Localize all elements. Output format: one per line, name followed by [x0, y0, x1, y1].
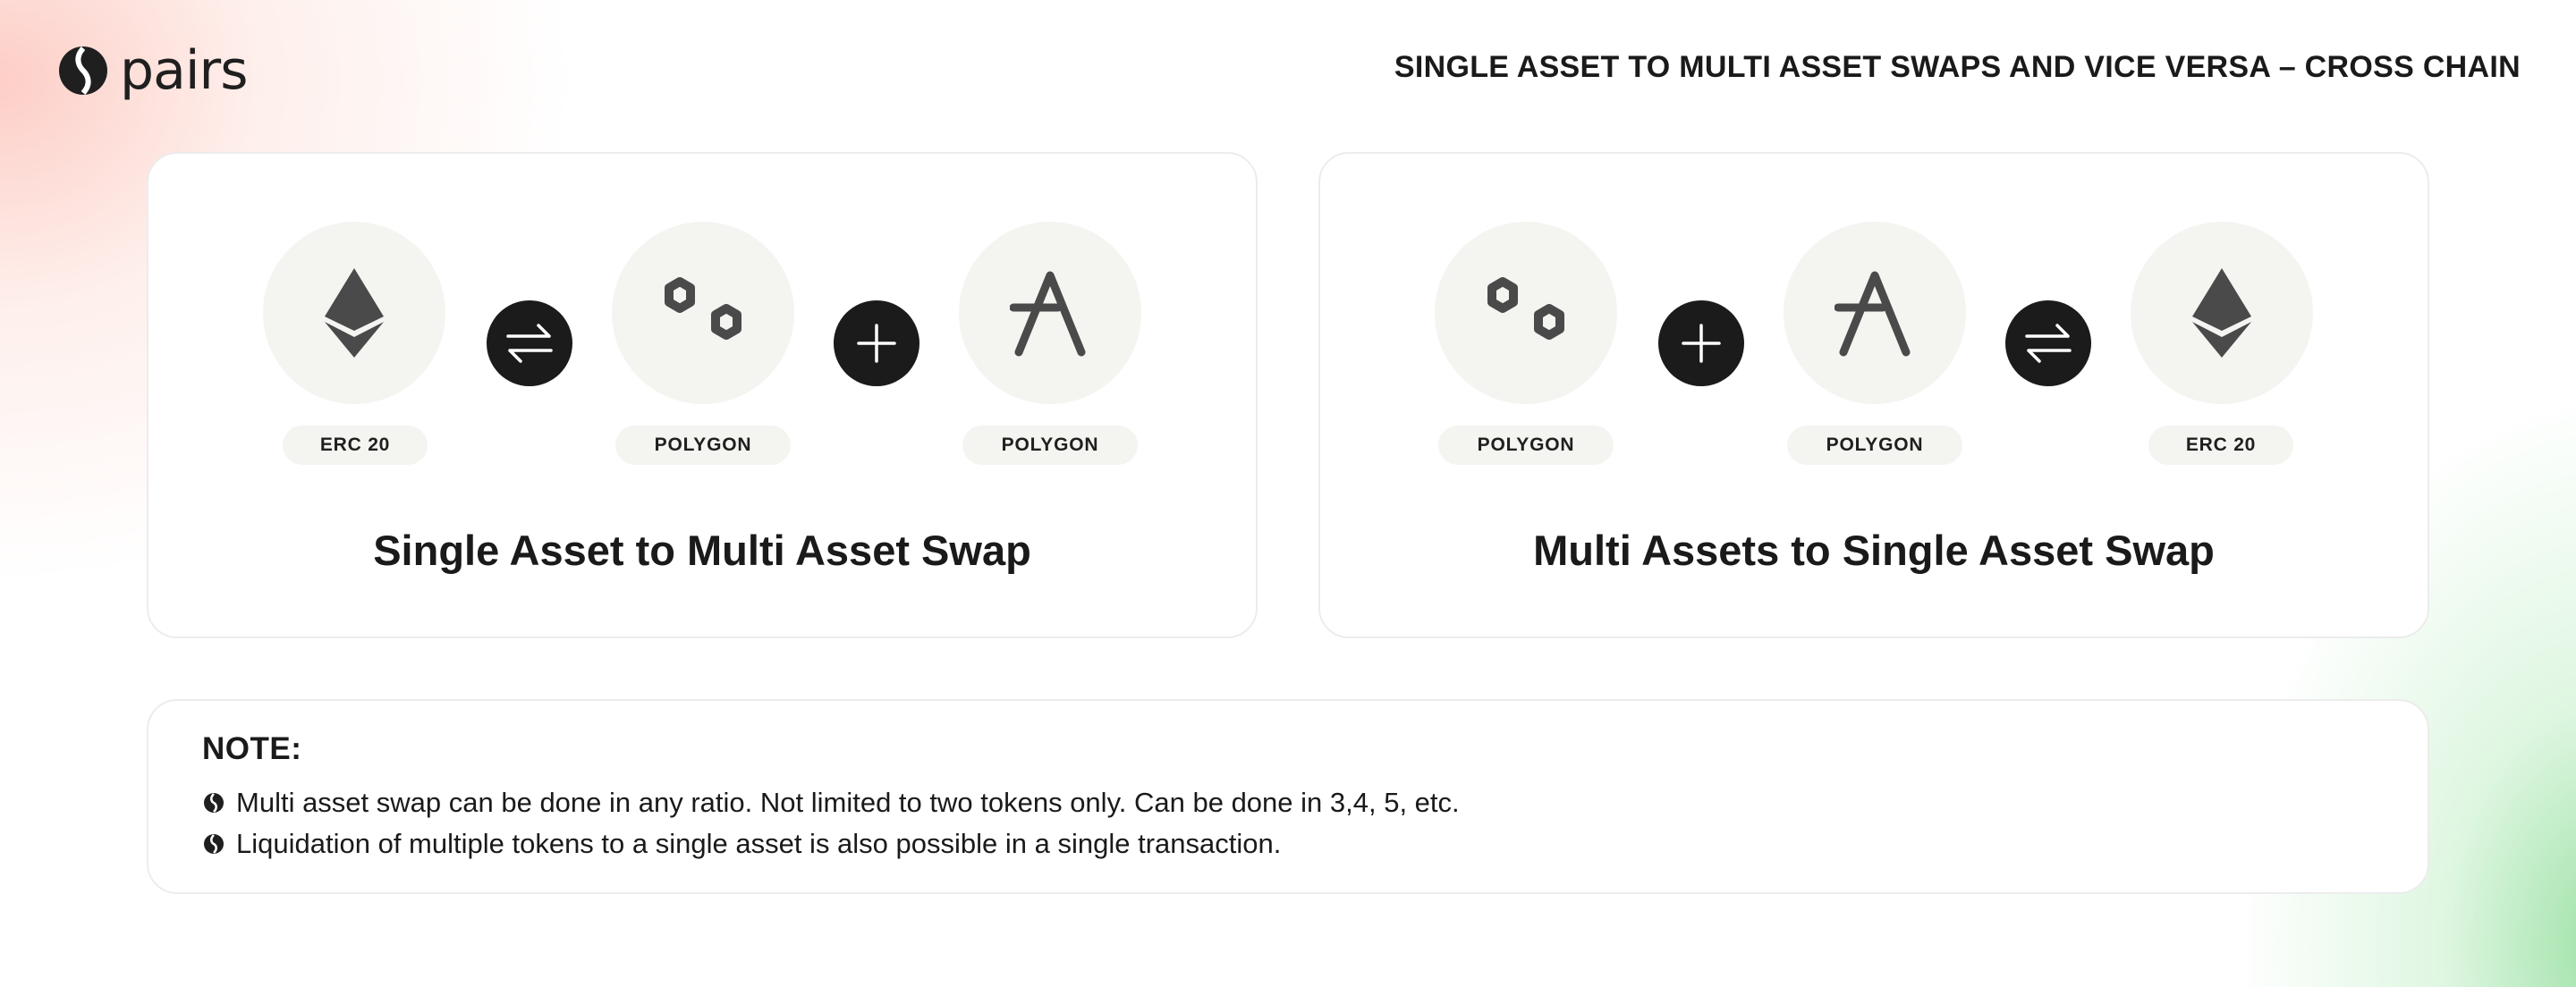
- swap-operator: [2005, 300, 2091, 386]
- token-label: POLYGON: [1787, 426, 1962, 465]
- token-label: POLYGON: [1438, 426, 1614, 465]
- polygon-icon: [665, 277, 741, 340]
- note-item: Multi asset swap can be done in any rati…: [202, 787, 1460, 819]
- aave-icon: [1010, 271, 1086, 357]
- brand-name: pairs: [120, 39, 248, 102]
- ethereum-icon: [325, 268, 384, 358]
- token-label: ERC 20: [2148, 426, 2293, 465]
- token-label: POLYGON: [962, 426, 1138, 465]
- swap-operator: [487, 300, 572, 386]
- token-polygon: [612, 222, 794, 404]
- token-label: POLYGON: [615, 426, 791, 465]
- swap-arrows-icon: [2025, 324, 2072, 363]
- plus-icon: [857, 324, 896, 363]
- card-title: Multi Assets to Single Asset Swap: [1533, 527, 2215, 574]
- ethereum-icon: [2192, 268, 2251, 358]
- token-aave: [959, 222, 1141, 404]
- pairs-logo-icon: [204, 793, 224, 813]
- card-multi-to-single: POLYGON POLYGON ERC 20 Multi Assets to S…: [1318, 152, 2429, 638]
- token-ethereum: [263, 222, 445, 404]
- note-heading: NOTE:: [202, 731, 302, 766]
- note-panel: NOTE: Multi asset swap can be done in an…: [147, 699, 2429, 894]
- page-title: SINGLE ASSET TO MULTI ASSET SWAPS AND VI…: [1394, 50, 2521, 84]
- token-ethereum: [2131, 222, 2313, 404]
- token-aave: [1784, 222, 1966, 404]
- brand-logo[interactable]: pairs: [54, 39, 248, 102]
- polygon-icon: [1487, 277, 1564, 340]
- pairs-logo-icon: [59, 46, 107, 96]
- note-item: Liquidation of multiple tokens to a sing…: [202, 828, 1281, 860]
- swap-arrows-icon: [506, 324, 553, 363]
- note-item-text: Multi asset swap can be done in any rati…: [236, 787, 1460, 818]
- aave-icon: [1835, 271, 1911, 357]
- plus-operator: [1658, 300, 1744, 386]
- token-label: ERC 20: [283, 426, 428, 465]
- note-item-text: Liquidation of multiple tokens to a sing…: [236, 828, 1282, 859]
- card-title: Single Asset to Multi Asset Swap: [373, 527, 1031, 574]
- card-single-to-multi: ERC 20 POLYGON POLYGON Single Asset to M…: [147, 152, 1258, 638]
- plus-operator: [834, 300, 919, 386]
- plus-icon: [1682, 324, 1721, 363]
- token-polygon: [1435, 222, 1617, 404]
- pairs-logo-icon: [204, 834, 224, 854]
